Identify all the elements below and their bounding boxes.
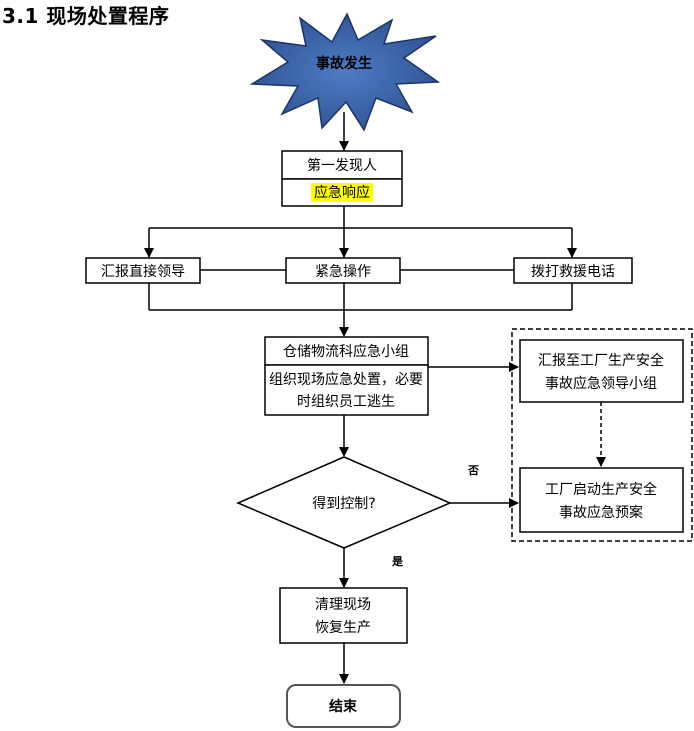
- first-finder-label: 第一发现人: [307, 157, 377, 174]
- report-leader-label: 汇报直接领导: [101, 263, 185, 280]
- report-factory-line2: 事故应急领导小组: [545, 375, 657, 392]
- organize-label-line1: 组织现场应急处置，必要: [269, 371, 423, 388]
- factory-group-dashed: [511, 328, 693, 542]
- factory-plan-line1: 工厂启动生产安全: [545, 481, 657, 498]
- clean-line2: 恢复生产: [315, 619, 371, 636]
- clean-line1: 清理现场: [315, 597, 371, 613]
- emergency-response-highlight: [311, 183, 373, 202]
- start-label: 事故发生: [316, 55, 372, 72]
- yes-label: 是: [391, 555, 404, 568]
- first-finder-box: [281, 150, 403, 180]
- emergency-operation-box: [285, 257, 401, 284]
- factory-plan-line2: 事故应急预案: [559, 504, 643, 521]
- decision-label: 得到控制?: [312, 495, 375, 512]
- report-factory-box: [519, 339, 684, 403]
- warehouse-team-label: 仓储物流科应急小组: [283, 343, 409, 360]
- end-box: [286, 684, 401, 728]
- clean-box: [279, 587, 408, 644]
- dial-rescue-box: [513, 257, 633, 284]
- organize-box: [264, 364, 429, 416]
- no-label: 否: [467, 464, 479, 477]
- start-starburst: [249, 12, 441, 132]
- section-heading: 3.1 现场处置程序: [2, 4, 170, 28]
- emergency-operation-label: 紧急操作: [315, 264, 371, 280]
- emergency-response-label: 应急响应: [314, 184, 370, 201]
- report-factory-line1: 汇报至工厂生产安全: [538, 352, 664, 369]
- warehouse-team-box: [264, 336, 429, 366]
- factory-plan-box: [519, 467, 684, 533]
- end-label: 结束: [329, 698, 358, 715]
- dial-rescue-label: 拨打救援电话: [531, 263, 615, 280]
- organize-label-line2: 时组织员工逃生: [297, 394, 395, 410]
